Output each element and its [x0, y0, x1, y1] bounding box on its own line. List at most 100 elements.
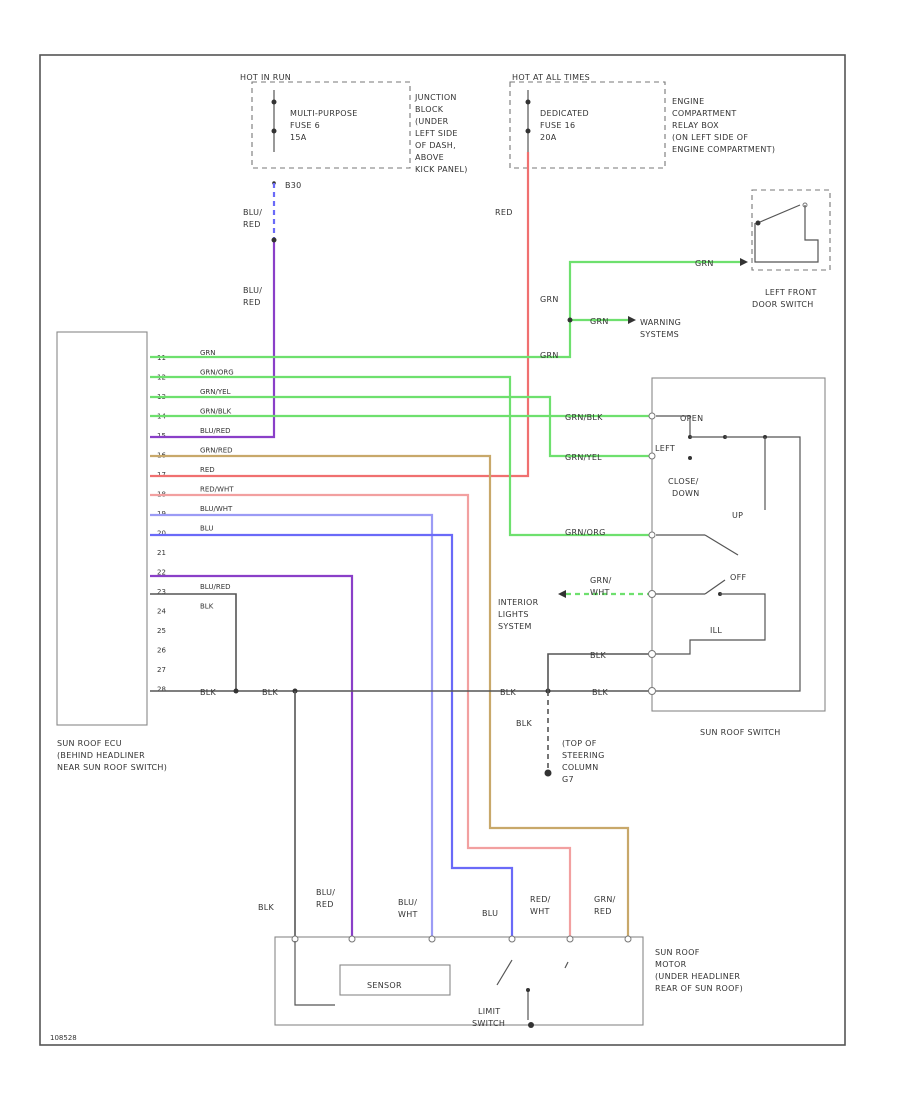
label-blk-bus-4: BLK: [592, 688, 609, 697]
sunroof-motor: SENSOR LIMIT SWITCH SUN ROOF MOTOR (UNDE…: [274, 935, 743, 1028]
wire-grn-door: [150, 260, 740, 359]
motor-limit-contact: [526, 988, 530, 992]
right-fuse-terminal-top: [525, 99, 531, 105]
ecu-pin-23: 23: [157, 588, 166, 596]
ecu-pin-26: 26: [157, 647, 166, 655]
door-switch: LEFT FRONT DOOR SWITCH: [751, 189, 831, 309]
wire-blu: [150, 533, 514, 937]
label-blu-red-1b: RED: [243, 220, 261, 229]
left-fuse-line-2: FUSE 6: [290, 121, 320, 130]
ecu-pin-wire-label-11: GRN: [200, 349, 216, 357]
switch-off-blade: [704, 579, 726, 595]
ecu-pin-list: 11GRN12GRN/ORG13GRN/YEL14GRN/BLK15BLU/RE…: [157, 349, 234, 694]
label-blu-red-1a: BLU/: [243, 208, 262, 217]
fuse-box-left-outline: [251, 81, 411, 169]
motor-sensor-box: [339, 964, 451, 996]
sunroof-switch: OPEN LEFT CLOSE/ DOWN UP OFF ILL SUN ROO…: [648, 377, 826, 737]
label-grn-vertical: GRN: [540, 295, 559, 304]
blk-splice-1: [233, 688, 239, 694]
left-location-line-2: BLOCK: [415, 105, 444, 114]
left-wire-label: B30: [285, 181, 302, 190]
label-motor-red-wht-1: RED/: [530, 895, 551, 904]
sunroof-ecu-box: [56, 331, 148, 726]
ground-label-2: STEERING: [562, 751, 605, 760]
ecu-pin-wire-label-12: GRN/ORG: [200, 369, 234, 377]
diagram-frame: [39, 54, 846, 1046]
wire-blu-wht: [150, 513, 434, 937]
right-location-line-4: (ON LEFT SIDE OF: [672, 133, 748, 142]
label-grn-wht-1: GRN/: [590, 576, 612, 585]
left-location-line-3: (UNDER: [415, 117, 449, 126]
fuse-box-right-outline: [509, 81, 666, 169]
wire-routes: [150, 152, 740, 937]
wire-grn-splice: [567, 317, 573, 323]
door-switch-blade: [759, 204, 801, 223]
switch-left-label: LEFT: [655, 444, 675, 453]
switch-terminal-2: [648, 452, 656, 460]
right-location-line-3: RELAY BOX: [672, 121, 719, 130]
wire-blk-pin24: [150, 593, 237, 691]
motor-terminals: [291, 935, 632, 943]
switch-box-label: SUN ROOF SWITCH: [700, 728, 781, 737]
motor-limit-label-2: SWITCH: [472, 1019, 505, 1028]
left-location-line-6: ABOVE: [415, 153, 444, 162]
motor-limit-blade-2: [564, 961, 569, 969]
door-switch-contact: [755, 220, 761, 226]
label-motor-grn-red-2: RED: [594, 907, 612, 916]
ecu-pin-wire-label-19: BLU/WHT: [200, 505, 233, 513]
switch-ill-circuit: [656, 593, 766, 655]
switch-terminal-4: [648, 590, 656, 598]
wire-red-main: [150, 152, 530, 478]
door-switch-label-2: DOOR SWITCH: [752, 300, 814, 309]
ecu-pin-wire-label-18: RED/WHT: [200, 486, 234, 494]
wire-red-wht: [150, 493, 572, 937]
motor-limit-label-1: LIMIT: [478, 1007, 500, 1016]
left-feed-label: HOT IN RUN: [240, 73, 291, 82]
fuse-box-right: HOT AT ALL TIMES DEDICATED FUSE 16 20A E…: [509, 73, 775, 169]
ecu-pin-wire-label-17: RED: [200, 466, 215, 474]
motor-terminal-6: [624, 935, 632, 943]
warning-label-2: SYSTEMS: [640, 330, 679, 339]
label-motor-blu-wht-1: BLU/: [398, 898, 417, 907]
switch-terminal-5: [648, 650, 656, 658]
ground-label-1: (TOP OF: [562, 739, 597, 748]
label-blu-red-2a: BLU/: [243, 286, 262, 295]
switch-close-label-1: CLOSE/: [668, 477, 699, 486]
ecu-pin-24: 24: [157, 608, 166, 616]
motor-label-3: (UNDER HEADLINER: [655, 972, 740, 981]
motor-terminal-2: [348, 935, 356, 943]
interior-label-3: SYSTEM: [498, 622, 532, 631]
right-fuse-line-3: 20A: [540, 133, 557, 142]
door-switch-outline: [751, 189, 831, 271]
arrows: [558, 258, 748, 598]
ecu-pin-27: 27: [157, 666, 166, 674]
wire-blu-red-splice: [271, 237, 277, 243]
right-location-line-2: COMPARTMENT: [672, 109, 737, 118]
label-red-vertical: RED: [495, 208, 513, 217]
label-grn-org: GRN/ORG: [565, 528, 606, 537]
ecu-label-1: SUN ROOF ECU: [57, 739, 122, 748]
diagram-code: 108528: [50, 1034, 77, 1042]
label-blk-bus-1: BLK: [200, 688, 217, 697]
ecu-pin-21: 21: [157, 549, 166, 557]
ecu-pin-wire-label-16: GRN/RED: [200, 447, 233, 455]
fuse-box-left: HOT IN RUN MULTI-PURPOSE FUSE 6 15A JUNC…: [240, 73, 467, 190]
motor-limit-blade-1: [496, 959, 513, 986]
wire-blu-red-motor: [150, 574, 354, 937]
right-location-line-1: ENGINE: [672, 97, 704, 106]
label-motor-blu-wht-2: WHT: [398, 910, 418, 919]
switch-off-label: OFF: [730, 573, 746, 582]
switch-up-label: UP: [732, 511, 743, 520]
switch-close-label-2: DOWN: [672, 489, 700, 498]
label-motor-blu-red-1: BLU/: [316, 888, 335, 897]
right-feed-label: HOT AT ALL TIMES: [512, 73, 590, 82]
ecu-pin-wire-label-20: BLU: [200, 525, 213, 533]
ecu-pin-wire-label-13: GRN/YEL: [200, 388, 231, 396]
door-switch-label-1: LEFT FRONT: [765, 288, 817, 297]
ground-label-3: COLUMN: [562, 763, 598, 772]
interior-label-1: INTERIOR: [498, 598, 539, 607]
motor-terminal-5: [566, 935, 574, 943]
ecu-pin-22: 22: [157, 569, 166, 577]
label-grn-yel: GRN/YEL: [565, 453, 602, 462]
